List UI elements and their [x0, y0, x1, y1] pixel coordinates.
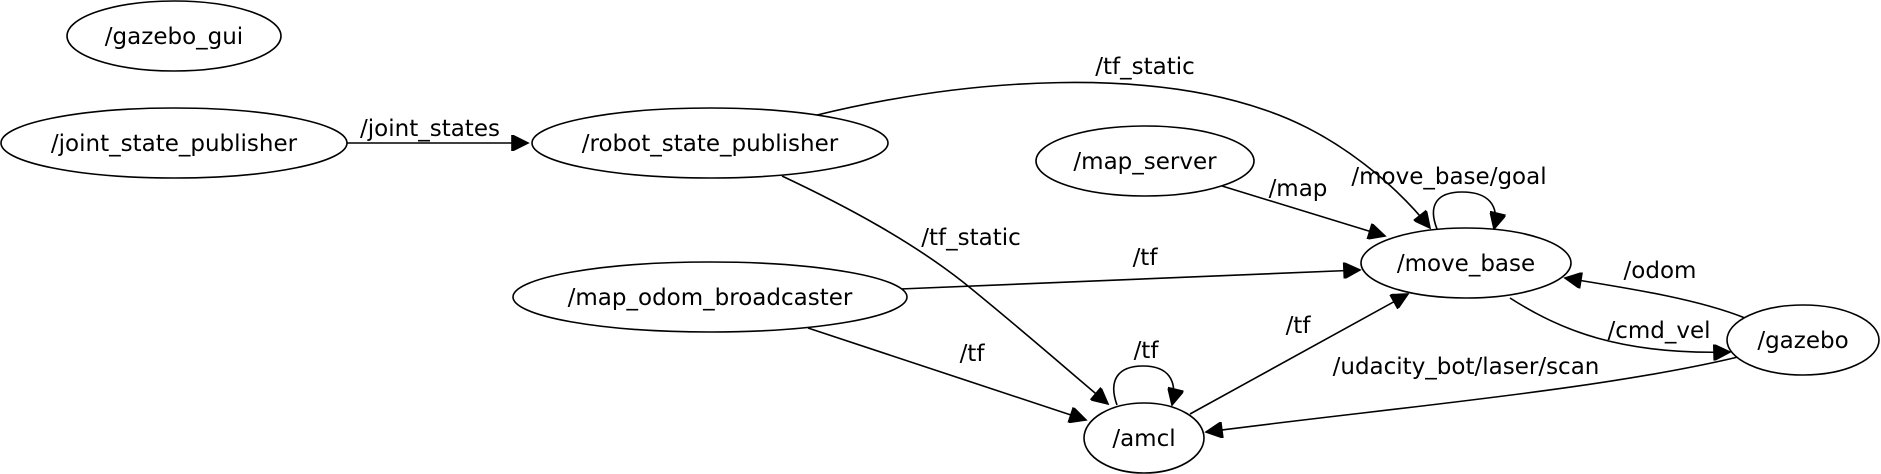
edge-label-move-base-goal: /move_base/goal: [1351, 164, 1546, 190]
node-label-joint-state-publisher: /joint_state_publisher: [51, 131, 298, 157]
node-label-amcl: /amcl: [1112, 426, 1175, 452]
edge-label-odom: /odom: [1624, 258, 1697, 284]
node-gazebo-gui[interactable]: /gazebo_gui: [66, 0, 282, 72]
edge-joint-states[interactable]: /joint_states: [347, 116, 528, 143]
edge-label-laser-scan: /udacity_bot/laser/scan: [1333, 354, 1600, 380]
node-label-move-base: /move_base: [1397, 251, 1535, 277]
node-label-map-odom-broadcaster: /map_odom_broadcaster: [568, 285, 853, 311]
node-move-base[interactable]: /move_base: [1360, 227, 1572, 299]
edge-move-base-goal[interactable]: /move_base/goal: [1351, 164, 1547, 229]
edge-odom[interactable]: /odom: [1565, 258, 1746, 319]
edge-label-tf-map-odom-move-base: /tf: [1133, 245, 1159, 271]
edge-label-tf-amcl-move-base: /tf: [1286, 313, 1312, 339]
node-map-server[interactable]: /map_server: [1035, 125, 1255, 197]
edge-tf-amcl-self[interactable]: /tf: [1112, 338, 1174, 405]
edge-label-map: /map: [1269, 176, 1328, 202]
edge-label-tf-static-top: /tf_static: [1095, 54, 1195, 80]
edge-cmd-vel[interactable]: /cmd_vel: [1509, 297, 1730, 352]
edge-tf-map-odom-to-amcl[interactable]: /tf: [807, 327, 1086, 420]
node-amcl[interactable]: /amcl: [1083, 402, 1205, 474]
node-gazebo[interactable]: /gazebo: [1726, 304, 1880, 376]
edge-label-tf-amcl-self: /tf: [1134, 338, 1160, 364]
edge-label-tf-map-odom-amcl: /tf: [960, 341, 986, 367]
node-label-gazebo-gui: /gazebo_gui: [105, 24, 243, 50]
edge-label-joint-states: /joint_states: [360, 116, 500, 142]
edge-label-tf-static-amcl: /tf_static: [921, 225, 1021, 251]
edge-label-cmd-vel: /cmd_vel: [1607, 318, 1710, 344]
edge-laser-scan[interactable]: /udacity_bot/laser/scan: [1206, 354, 1739, 432]
node-label-robot-state-publisher: /robot_state_publisher: [582, 131, 839, 157]
node-label-gazebo: /gazebo: [1757, 328, 1848, 354]
edge-tf-static-to-amcl[interactable]: /tf_static: [781, 175, 1108, 404]
edge-tf-amcl-to-move-base[interactable]: /tf: [1189, 294, 1408, 415]
edge-tf-static-to-move-base[interactable]: /tf_static: [812, 54, 1430, 228]
edge-map[interactable]: /map: [1221, 176, 1385, 236]
edge-tf-map-odom-to-move-base[interactable]: /tf: [899, 245, 1360, 290]
node-robot-state-publisher[interactable]: /robot_state_publisher: [531, 107, 889, 179]
node-label-map-server: /map_server: [1073, 149, 1217, 175]
node-joint-state-publisher[interactable]: /joint_state_publisher: [0, 107, 348, 179]
node-map-odom-broadcaster[interactable]: /map_odom_broadcaster: [512, 261, 908, 333]
